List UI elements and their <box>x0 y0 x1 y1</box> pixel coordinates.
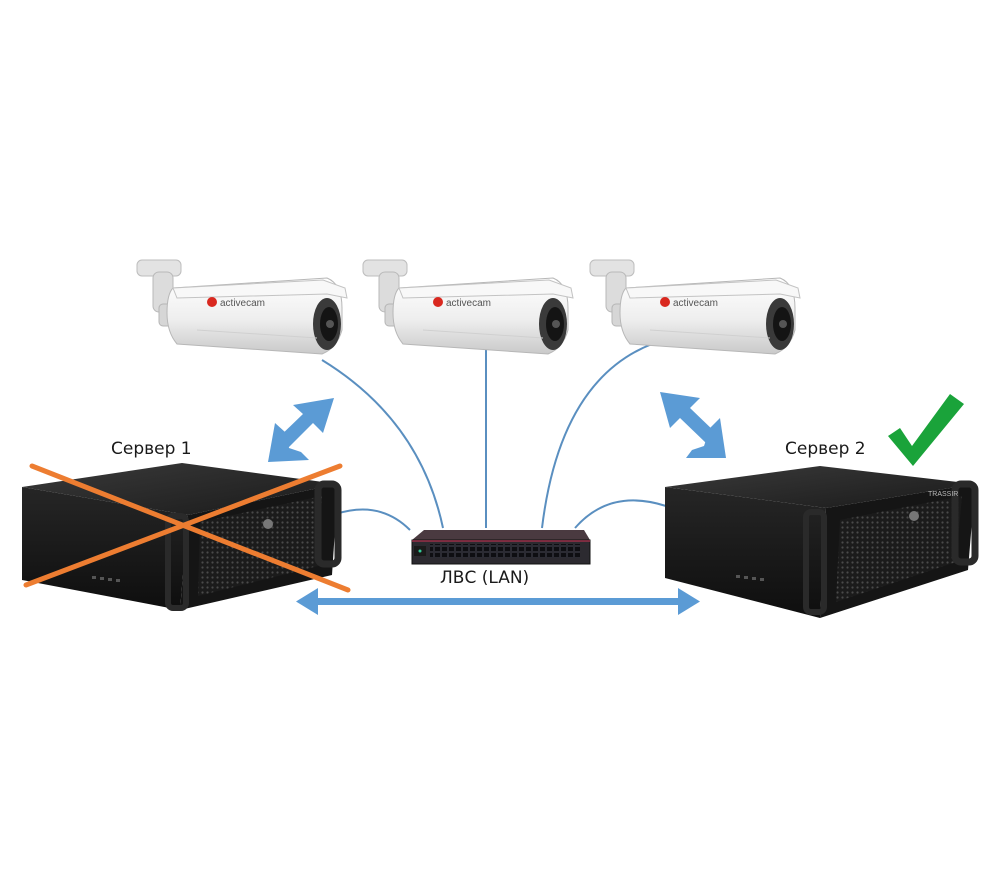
lan-label: ЛВС (LAN) <box>440 568 530 588</box>
cable-camera-1 <box>321 359 444 529</box>
arrow-camera-server-1 <box>268 398 334 462</box>
cable-server-2 <box>574 499 667 529</box>
cross-icon <box>23 463 351 593</box>
network-switch <box>411 530 591 565</box>
ip-camera: activecam <box>362 259 574 355</box>
cable-server-1 <box>335 508 411 531</box>
camera-brand-label: activecam <box>220 298 265 309</box>
camera-brand-label: activecam <box>446 298 491 309</box>
check-icon <box>888 394 964 466</box>
server-1 <box>22 463 342 611</box>
ip-camera: activecam <box>589 259 801 355</box>
server-brand-label: TRASSIR <box>928 491 958 498</box>
camera-brand-label: activecam <box>673 298 718 309</box>
server-1-label: Сервер 1 <box>111 439 192 459</box>
ip-camera: activecam <box>136 259 348 355</box>
arrow-server-sync <box>296 588 700 615</box>
arrow-camera-server-2 <box>660 392 726 458</box>
cable-camera-3 <box>541 343 653 529</box>
server-2: TRASSIR <box>665 466 979 618</box>
network-cables <box>321 343 667 531</box>
server-2-label: Сервер 2 <box>785 439 866 459</box>
